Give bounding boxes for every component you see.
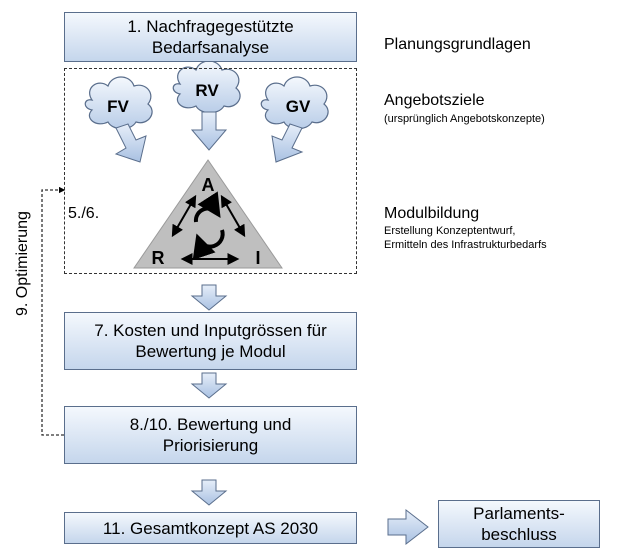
- step-1-box: 1. Nachfragegestützte Bedarfsanalyse: [64, 12, 357, 62]
- arrow-down-3: [190, 479, 228, 506]
- cloud-fv: [84, 76, 153, 130]
- step-11-box: 11. Gesamtkonzept AS 2030: [64, 512, 357, 544]
- arrow-right-parlament: [387, 508, 429, 546]
- modulbildung-label: Modulbildung: [384, 205, 480, 222]
- step-810-box: 8./10. Bewertung und Priorisierung: [64, 406, 357, 464]
- optimierung-label: 9. Optimierung: [14, 211, 31, 316]
- step-7-line-1: 7. Kosten und Inputgrössen für: [94, 321, 327, 340]
- parlament-line-2: beschluss: [481, 525, 557, 544]
- planung-label: Planungsgrundlagen: [384, 36, 531, 53]
- arrow-down-2: [190, 372, 228, 399]
- modulbildung-sub-1: Erstellung Konzeptentwurf,: [384, 225, 516, 237]
- arrow-down-1: [190, 284, 228, 311]
- step-11-label: 11. Gesamtkonzept AS 2030: [102, 518, 319, 538]
- module-region: [64, 68, 357, 274]
- angebotsziele-sub: (ursprünglich Angebotskonzepte): [384, 113, 545, 125]
- step-7-line-2: Bewertung je Modul: [135, 342, 286, 361]
- angebotsziele-label: Angebotsziele: [384, 92, 485, 109]
- arrow-rv: [190, 111, 228, 151]
- step-56-label: 5./6.: [68, 205, 100, 222]
- modulbildung-sub-2: Ermitteln des Infrastrukturbedarfs: [384, 239, 547, 251]
- triangle-label-r: R: [152, 248, 165, 268]
- parlament-line-1: Parlaments-: [473, 504, 565, 523]
- cloud-label-gv: GV: [286, 97, 311, 116]
- triangle-arv: [133, 159, 283, 269]
- parlament-box: Parlaments- beschluss: [438, 500, 600, 548]
- cloud-label-rv: RV: [195, 81, 219, 100]
- cloud-rv: [172, 60, 241, 114]
- triangle-label-a: A: [202, 175, 215, 195]
- optimierung-loop: [41, 186, 66, 436]
- cloud-label-fv: FV: [107, 97, 129, 116]
- cloud-gv: [260, 76, 329, 130]
- step-810-line-2: Priorisierung: [162, 436, 259, 455]
- arrow-gv: [271, 123, 304, 163]
- step-810-line-1: 8./10. Bewertung und: [129, 415, 292, 434]
- arrow-fv: [114, 123, 147, 163]
- step-7-box: 7. Kosten und Inputgrössen für Bewertung…: [64, 312, 357, 370]
- triangle-label-i: I: [255, 248, 260, 268]
- step-1-line-1: 1. Nachfragegestützte: [127, 17, 294, 36]
- step-1-line-2: Bedarfsanalyse: [151, 38, 270, 57]
